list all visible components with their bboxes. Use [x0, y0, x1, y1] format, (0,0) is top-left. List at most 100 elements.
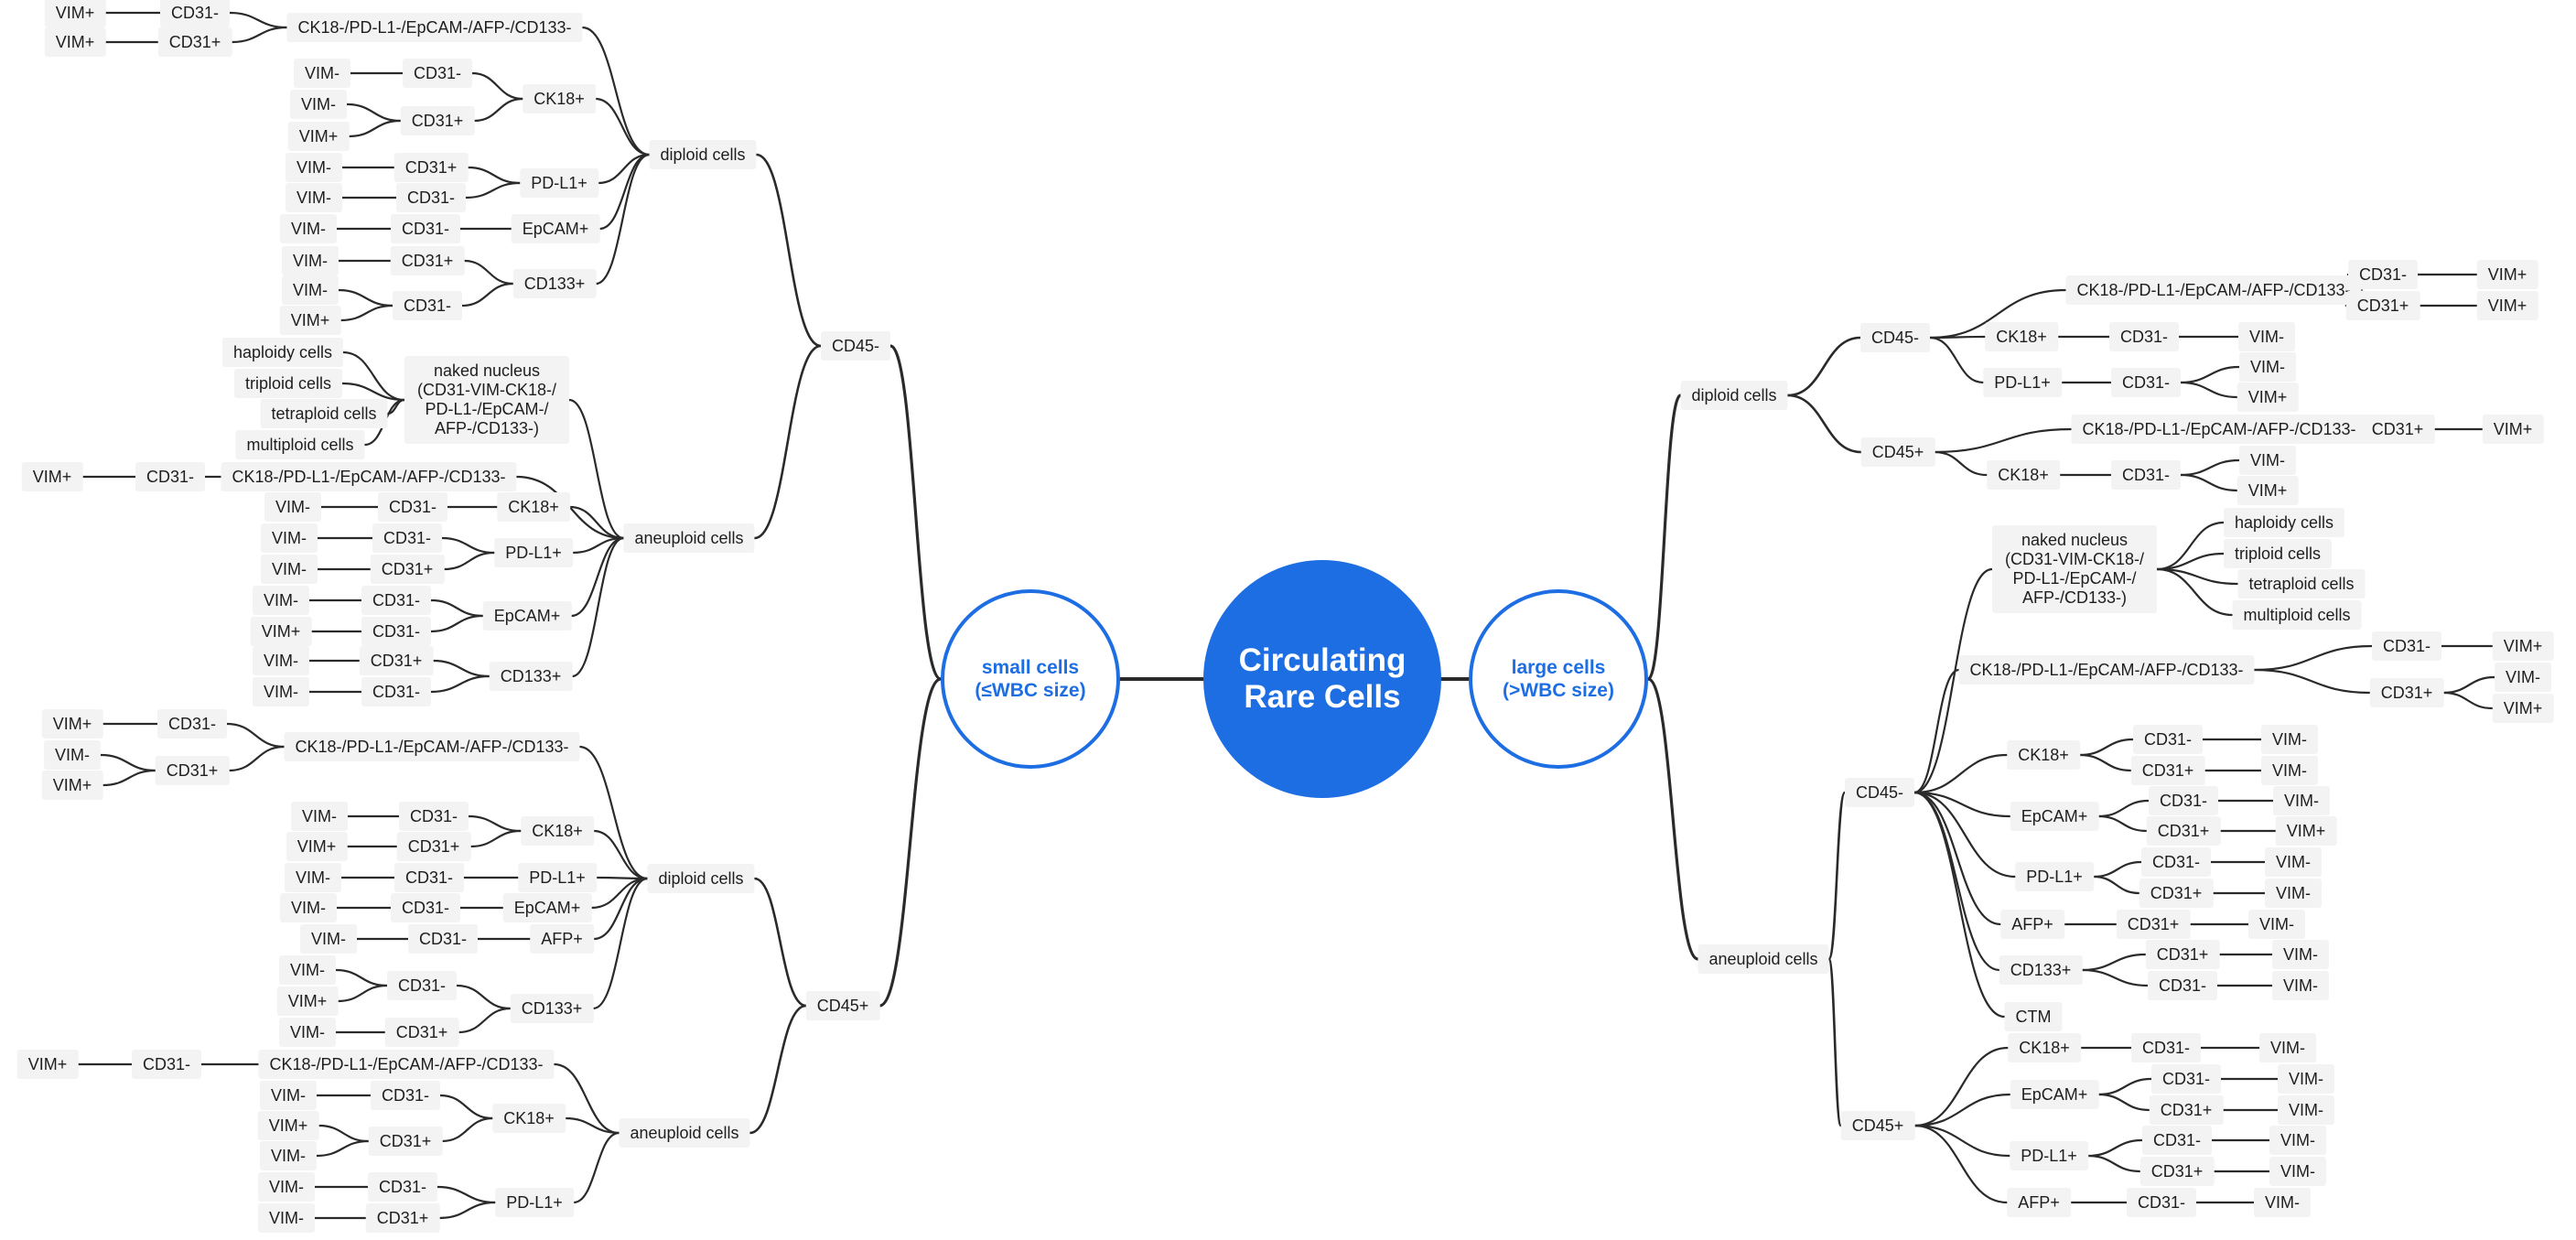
connector-line — [429, 614, 484, 633]
node-cd31: CD31- — [2130, 1033, 2202, 1062]
node-vim: VIM- — [2261, 756, 2318, 785]
node-cd31: CD31- — [372, 523, 443, 553]
node-cd31: CD31- — [131, 1050, 202, 1079]
connector-line — [753, 344, 823, 540]
node-cd45: CD45+ — [1860, 437, 1935, 467]
node-vim: VIM- — [253, 646, 309, 675]
connector-line — [463, 259, 514, 286]
node-vim: VIM+ — [21, 462, 83, 491]
node-vim: VIM+ — [2476, 291, 2538, 320]
connector-line — [443, 551, 496, 571]
connector-line — [570, 536, 625, 618]
node-cd31: CD31+ — [2369, 678, 2444, 707]
node-vim: VIM+ — [16, 1050, 79, 1079]
node-vim: VIM+ — [41, 709, 103, 739]
node-ck18: CK18+ — [1985, 322, 2058, 351]
node-tetraploid-cells: tetraploid cells — [2237, 569, 2366, 598]
node-vim: VIM- — [2248, 910, 2305, 939]
connector-line — [464, 181, 522, 199]
node-cd31: CD31- — [392, 291, 463, 320]
connector-line — [2081, 968, 2150, 987]
node-cd31: CD31- — [377, 492, 448, 522]
connector-line — [1913, 791, 2002, 926]
connector-line — [470, 71, 524, 101]
connector-line — [592, 829, 649, 880]
connector-line — [340, 304, 394, 322]
node-cd31: CD31- — [2140, 847, 2212, 877]
node-afp: AFP+ — [530, 924, 594, 954]
connector-line — [1646, 394, 1683, 681]
node-vim: VIM+ — [2236, 476, 2299, 505]
connector-line — [597, 153, 651, 185]
node-cd31: CD31- — [2126, 1188, 2197, 1217]
node-cd31: CD31+ — [155, 756, 230, 785]
node-vim: VIM+ — [276, 987, 339, 1016]
connector-line — [1928, 336, 1985, 384]
connector-line — [102, 769, 156, 787]
node-cd45: CD45+ — [1840, 1111, 1915, 1140]
node-ck18: CK18+ — [2007, 740, 2080, 770]
node-cd31: CD31+ — [384, 1018, 459, 1047]
node-cd45: CD45- — [1859, 323, 1931, 352]
connector-line — [2253, 644, 2374, 672]
node-vim: VIM- — [2272, 971, 2329, 1000]
node-vim: VIM- — [2273, 786, 2330, 815]
connector-line — [2097, 814, 2148, 833]
connector-line — [2092, 875, 2140, 895]
connector-line — [341, 350, 406, 402]
node-vim: VIM- — [2269, 1126, 2326, 1155]
node-vim: VIM- — [253, 586, 309, 615]
connector-line — [592, 877, 649, 1010]
node-cd31: CD31+ — [2345, 291, 2420, 320]
node-afp: AFP+ — [2007, 1188, 2071, 1217]
node-afp: AFP+ — [2000, 910, 2064, 939]
connector-line — [231, 26, 288, 44]
node-cd31: CD31+ — [368, 1127, 443, 1156]
node-cd31: CD31+ — [365, 1203, 440, 1233]
connector-line — [337, 984, 389, 1003]
node-cd31: CD31- — [395, 183, 467, 212]
connector-line — [2253, 668, 2371, 695]
node-vim: VIM- — [2239, 446, 2296, 475]
node-vim: VIM- — [264, 492, 321, 522]
root-node: Circulating Rare Cells — [1203, 560, 1441, 798]
node-vim: VIM- — [285, 863, 341, 892]
node-cd31: CD31- — [135, 462, 206, 491]
connector-line — [572, 1131, 620, 1204]
large-cells-wbc-size-hub: large cells (>WBC size) — [1469, 589, 1648, 769]
node-cd31: CD31+ — [400, 106, 475, 135]
node-vim: VIM+ — [257, 1111, 319, 1140]
node-vim: VIM- — [286, 183, 342, 212]
node-vim: VIM- — [280, 893, 337, 922]
connector-line — [2179, 381, 2238, 399]
node-pd-l1: PD-L1+ — [520, 168, 598, 198]
node-vim: VIM- — [282, 275, 339, 305]
node-vim: VIM- — [291, 802, 348, 831]
connector-line — [469, 829, 523, 848]
connector-line — [571, 536, 625, 678]
connector-line — [1928, 288, 2067, 340]
connector-line — [228, 745, 286, 772]
connector-line — [755, 153, 823, 348]
node-aneuploid-cells: aneuploid cells — [619, 1118, 750, 1148]
connector-line — [578, 745, 649, 880]
node-multiploid-cells: multiploid cells — [235, 430, 365, 459]
connector-line — [1646, 677, 1700, 961]
connector-line — [2078, 753, 2132, 772]
node-cd31: CD31+ — [2116, 910, 2191, 939]
node-cd31: CD31- — [2150, 1064, 2222, 1094]
node-cd31: CD31+ — [2139, 1157, 2215, 1186]
node-haploidy-cells: haploidy cells — [2223, 508, 2345, 537]
node-vim: VIM- — [290, 90, 347, 119]
node-epcam: EpCAM+ — [2010, 802, 2099, 831]
node-ck18-pd-l1-epcam-afp-cd133: CK18-/PD-L1-/EpCAM-/AFP-/CD133- — [258, 1050, 555, 1079]
node-cd31: CD31+ — [2130, 756, 2205, 785]
node-pd-l1: PD-L1+ — [2015, 862, 2094, 891]
node-cd31: CD31+ — [359, 646, 434, 675]
node-vim: VIM+ — [2476, 260, 2538, 289]
node-cd31: CD31+ — [157, 27, 232, 57]
connector-line — [749, 1004, 808, 1135]
node-cd31: CD31- — [407, 924, 479, 954]
connector-line — [2086, 1154, 2141, 1173]
